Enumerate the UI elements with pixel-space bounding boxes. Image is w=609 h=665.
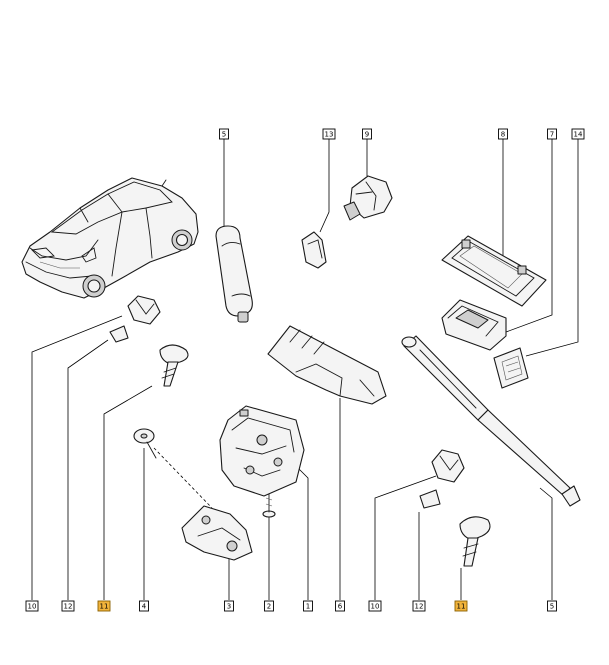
part-9-connector xyxy=(343,175,393,221)
callout-number: 5 xyxy=(550,603,554,611)
part-10-bumpstop-right xyxy=(431,449,465,483)
callout-number: 10 xyxy=(371,603,380,611)
callout-number: 14 xyxy=(574,131,583,139)
callout-c-bot-3: 3 xyxy=(224,600,234,612)
part-6-bracket xyxy=(267,325,387,405)
part-14-emblem-plate xyxy=(493,347,529,389)
callout-number: 9 xyxy=(365,131,369,139)
callout-box xyxy=(25,600,39,612)
callout-number: 13 xyxy=(325,131,334,139)
callout-box xyxy=(454,600,468,612)
callout-number: 11 xyxy=(457,603,466,611)
callout-box xyxy=(362,128,372,140)
leader-10-left xyxy=(31,315,123,600)
part-12-plug-left xyxy=(109,325,129,343)
callout-box xyxy=(498,128,508,140)
callout-box xyxy=(547,128,557,140)
part-10-bumpstop-left xyxy=(127,295,161,325)
callout-c-bot-10b: 10 xyxy=(368,600,382,612)
part-8-handle-frame xyxy=(441,235,547,307)
part-3-lower-bracket xyxy=(181,505,253,561)
callout-box xyxy=(547,600,557,612)
callout-number: 12 xyxy=(64,603,73,611)
callout-c-top-8: 8 xyxy=(498,128,508,140)
callout-c-bot-4: 4 xyxy=(139,600,149,612)
callout-c-bot-11b: 11 xyxy=(454,600,468,612)
part-5-strut-long xyxy=(401,335,581,507)
part-11-clip-right xyxy=(459,516,491,567)
callout-c-bot-5: 5 xyxy=(547,600,557,612)
callout-box xyxy=(224,600,234,612)
callout-box xyxy=(219,128,229,140)
leader-lines xyxy=(31,139,579,600)
callout-box xyxy=(139,600,149,612)
part-4-rivet xyxy=(133,428,157,459)
callout-c-bot-6: 6 xyxy=(335,600,345,612)
callout-c-top-14: 14 xyxy=(571,128,585,140)
leader-10-right xyxy=(374,475,437,600)
callout-number: 8 xyxy=(501,131,505,139)
callout-c-bot-10a: 10 xyxy=(25,600,39,612)
callout-number: 2 xyxy=(267,603,271,611)
callout-c-top-7: 7 xyxy=(547,128,557,140)
callout-number: 12 xyxy=(415,603,424,611)
callout-c-bot-1: 1 xyxy=(303,600,313,612)
part-12-plug-right xyxy=(419,489,441,509)
callout-number: 5 xyxy=(222,131,226,139)
callout-c-top-13: 13 xyxy=(322,128,336,140)
leader-11-left xyxy=(103,385,153,600)
callout-box xyxy=(335,600,345,612)
callout-number: 10 xyxy=(28,603,37,611)
callout-c-bot-11a: 11 xyxy=(97,600,111,612)
leader-4-dash xyxy=(153,447,213,509)
leader-14 xyxy=(525,139,579,357)
part-11-clip-left xyxy=(159,344,189,387)
part-1-lock xyxy=(219,405,305,497)
callout-box xyxy=(368,600,382,612)
part-2-screw xyxy=(262,493,276,518)
leader-13 xyxy=(319,139,330,233)
callout-number: 1 xyxy=(306,603,310,611)
callout-box xyxy=(412,600,426,612)
callout-c-top-9: 9 xyxy=(362,128,372,140)
leader-7 xyxy=(505,139,553,333)
callout-number: 4 xyxy=(142,603,147,611)
part-13-clip xyxy=(301,231,327,269)
callout-box xyxy=(264,600,274,612)
callout-box xyxy=(571,128,585,140)
callout-labels: 5 13 9 8 7 14 10 12 11 4 3 2 1 6 10 12 11 5 xyxy=(25,128,585,612)
callout-box xyxy=(322,128,336,140)
callout-c-bot-12a: 12 xyxy=(61,600,75,612)
leader-5-bottom xyxy=(539,487,553,600)
part-5-strut-small xyxy=(215,225,253,323)
car-illustration xyxy=(21,177,199,299)
callout-box xyxy=(303,600,313,612)
callout-box xyxy=(97,600,111,612)
callout-box xyxy=(61,600,75,612)
callout-c-top-5: 5 xyxy=(219,128,229,140)
callout-c-bot-12b: 12 xyxy=(412,600,426,612)
callout-number: 6 xyxy=(338,603,343,611)
leader-12-left xyxy=(67,339,109,600)
part-7-switch xyxy=(441,299,507,351)
callout-number: 3 xyxy=(227,603,231,611)
callout-number: 11 xyxy=(100,603,109,611)
callout-c-bot-2: 2 xyxy=(264,600,274,612)
callout-number: 7 xyxy=(550,131,554,139)
